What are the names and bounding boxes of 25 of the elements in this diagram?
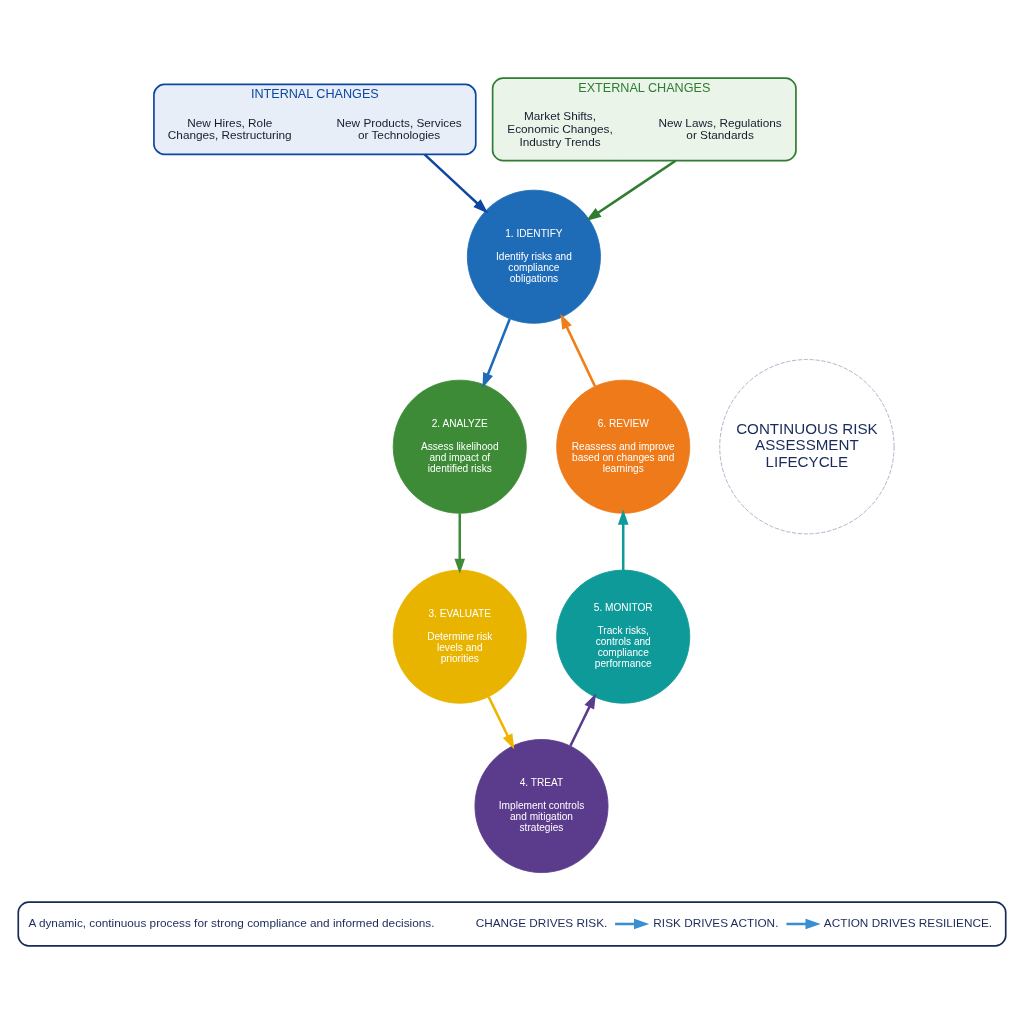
node-text: New Laws, Regulations or Standards xyxy=(658,115,782,142)
cluster xyxy=(17,901,1007,947)
arrow xyxy=(585,159,677,221)
node-circle: 4. TREAT Implement controls and mitigation strategies xyxy=(474,739,609,873)
arrow xyxy=(617,509,629,570)
node-circle: 2. ANALYZE Assess likelihood and impact of identified risks xyxy=(392,379,527,514)
node-circle: 5. MONITOR Track risks, controls and compliance performance xyxy=(556,569,691,704)
node-circle: 6. REVIEW Reassess and improve based on changes and learnings xyxy=(556,379,691,514)
node-text: ACTION DRIVES RESILIENCE. xyxy=(823,916,993,930)
arrow xyxy=(560,313,597,387)
arrow xyxy=(487,696,515,750)
node-circle: CONTINUOUS RISK ASSESSMENT LIFECYCLE xyxy=(719,359,895,535)
node-text: A dynamic, continuous process for strong compliance and informed decisions. xyxy=(28,916,435,930)
node-text: RISK DRIVES ACTION. xyxy=(653,916,779,930)
arrow xyxy=(786,918,821,930)
arrow xyxy=(423,153,489,214)
node-text: Market Shifts, Economic Changes, Industry Trends xyxy=(507,109,613,148)
arrow xyxy=(454,513,466,574)
node-circle: 3. EVALUATE Determine risk levels and priorities xyxy=(392,569,527,704)
node-text: New Products, Services or Technologies xyxy=(336,115,462,142)
node-text: CHANGE DRIVES RISK. xyxy=(475,916,608,930)
node-text: New Hires, Role Changes, Restructuring xyxy=(167,115,292,142)
arrow xyxy=(615,918,650,930)
arrow xyxy=(482,318,511,389)
arrow xyxy=(569,693,596,747)
